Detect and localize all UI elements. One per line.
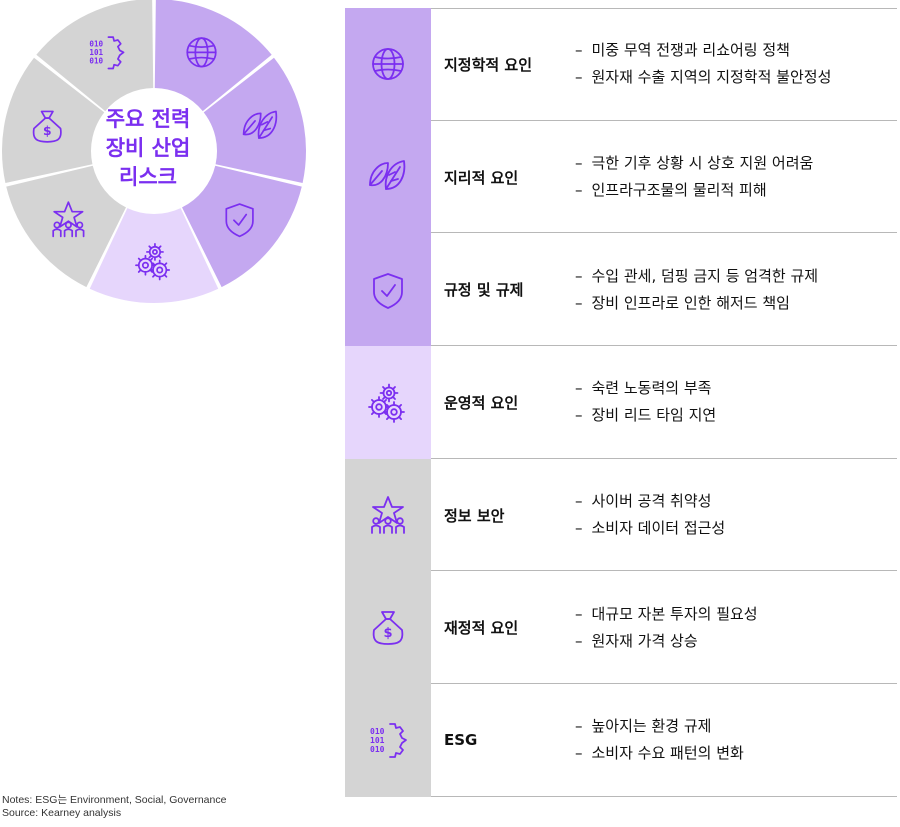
factor-icon-tile: [345, 458, 431, 572]
globe-icon: [372, 48, 404, 81]
factor-icon-tile: [345, 120, 431, 234]
factor-point: 소비자 수요 패턴의 변화: [575, 740, 744, 767]
star-people-icon: [52, 201, 85, 238]
svg-text:101: 101: [370, 736, 385, 745]
source-line: Source: Kearney analysis: [2, 807, 122, 819]
factor-row: 운영적 요인 숙련 노동력의 부족장비 리드 타임 지연: [345, 346, 900, 459]
factor-name: 지정학적 요인: [444, 55, 533, 74]
notes-line: Notes: ESG는 Environment, Social, Governa…: [2, 794, 227, 806]
factor-point: 원자재 가격 상승: [575, 628, 758, 655]
factor-points: 미중 무역 전쟁과 리쇼어링 정책원자재 수출 지역의 지정학적 불안정성: [575, 37, 832, 91]
factor-name: 규정 및 규제: [444, 281, 524, 300]
factor-point: 인프라구조물의 물리적 피해: [575, 177, 813, 204]
factor-row: $ 재정적 요인 대규모 자본 투자의 필요성원자재 가격 상승: [345, 571, 900, 685]
footnotes: Notes: ESG는 Environment, Social, Governa…: [2, 794, 226, 820]
wheel-segment: [182, 165, 302, 288]
factor-list: 지정학적 요인 미중 무역 전쟁과 리쇼어링 정책원자재 수출 지역의 지정학적 …: [345, 8, 900, 797]
factor-points: 극한 기후 상황 시 상호 지원 어려움인프라구조물의 물리적 피해: [575, 150, 814, 204]
factor-point: 장비 인프라로 인한 해저드 책임: [575, 290, 818, 317]
factor-icon-tile: [345, 346, 431, 459]
factor-name: 정보 보안: [444, 506, 505, 525]
factor-point: 극한 기후 상황 시 상호 지원 어려움: [575, 150, 814, 177]
factor-point: 사이버 공격 취약성: [575, 488, 725, 515]
center-label-line-3: 리스크: [119, 165, 177, 189]
factor-point: 대규모 자본 투자의 필요성: [575, 601, 758, 628]
center-label-line-2: 장비 산업: [105, 136, 191, 160]
factor-point: 소비자 데이터 접근성: [575, 515, 726, 542]
leaf-icon: [242, 110, 278, 139]
leaf-icon: [369, 160, 406, 190]
factor-points: 수입 관세, 덤핑 금지 등 엄격한 규제장비 인프라로 인한 해저드 책임: [575, 263, 819, 317]
wheel-center-label: 주요 전력 장비 산업 리스크: [88, 105, 208, 192]
shield-check-icon: [373, 272, 403, 309]
gears-icon: [368, 384, 405, 424]
gears-icon: [135, 243, 171, 281]
factor-row: 지리적 요인 극한 기후 상황 시 상호 지원 어려움인프라구조물의 물리적 피해: [345, 120, 900, 234]
center-label-line-1: 주요 전력: [105, 107, 191, 131]
divider: [431, 795, 897, 797]
factor-name: 운영적 요인: [444, 393, 519, 412]
factor-points: 대규모 자본 투자의 필요성원자재 가격 상승: [575, 601, 758, 655]
svg-text:010: 010: [370, 745, 385, 754]
money-bag-icon: $: [372, 610, 404, 645]
factor-name: ESG: [444, 731, 478, 750]
factor-point: 장비 리드 타임 지연: [575, 402, 717, 429]
svg-text:101: 101: [89, 48, 103, 57]
factor-icon-tile: $: [345, 571, 431, 685]
factor-icon-tile: [345, 8, 431, 121]
factor-row: 정보 보안 사이버 공격 취약성소비자 데이터 접근성: [345, 458, 900, 572]
factor-icon-tile: [345, 233, 431, 347]
wheel-segment: [36, 0, 154, 112]
factor-row: 지정학적 요인 미중 무역 전쟁과 리쇼어링 정책원자재 수출 지역의 지정학적 …: [345, 8, 900, 121]
svg-text:010: 010: [370, 727, 385, 736]
svg-text:$: $: [43, 124, 52, 138]
shield-check-icon: [225, 203, 254, 238]
factor-row: 규정 및 규제 수입 관세, 덤핑 금지 등 엄격한 규제장비 인프라로 인한 해…: [345, 233, 900, 347]
divider: [431, 683, 897, 685]
factor-name: 재정적 요인: [444, 619, 519, 638]
divider: [431, 232, 897, 234]
divider: [431, 119, 897, 121]
divider: [431, 8, 897, 9]
divider: [431, 345, 897, 347]
wheel-segment: [154, 0, 272, 112]
factor-point: 숙련 노동력의 부족: [575, 375, 716, 402]
divider: [431, 570, 897, 572]
factor-point: 수입 관세, 덤핑 금지 등 엄격한 규제: [575, 263, 819, 290]
factor-name: 지리적 요인: [444, 168, 519, 187]
factor-points: 높아지는 환경 규제소비자 수요 패턴의 변화: [575, 713, 744, 767]
wheel-segment: [1, 57, 105, 184]
star-people-icon: [371, 496, 405, 534]
svg-text:010: 010: [89, 57, 103, 66]
factor-point: 미중 무역 전쟁과 리쇼어링 정책: [575, 37, 831, 64]
factor-point: 원자재 수출 지역의 지정학적 불안정성: [575, 64, 832, 91]
money-bag-icon: $: [32, 110, 62, 143]
factor-points: 숙련 노동력의 부족장비 리드 타임 지연: [575, 375, 717, 429]
wheel-segment: [89, 208, 219, 304]
globe-icon: [186, 37, 217, 68]
factor-points: 사이버 공격 취약성소비자 데이터 접근성: [575, 488, 726, 542]
divider: [431, 457, 897, 459]
svg-text:$: $: [383, 626, 392, 641]
svg-text:010: 010: [89, 40, 103, 49]
factor-point: 높아지는 환경 규제: [575, 713, 744, 740]
